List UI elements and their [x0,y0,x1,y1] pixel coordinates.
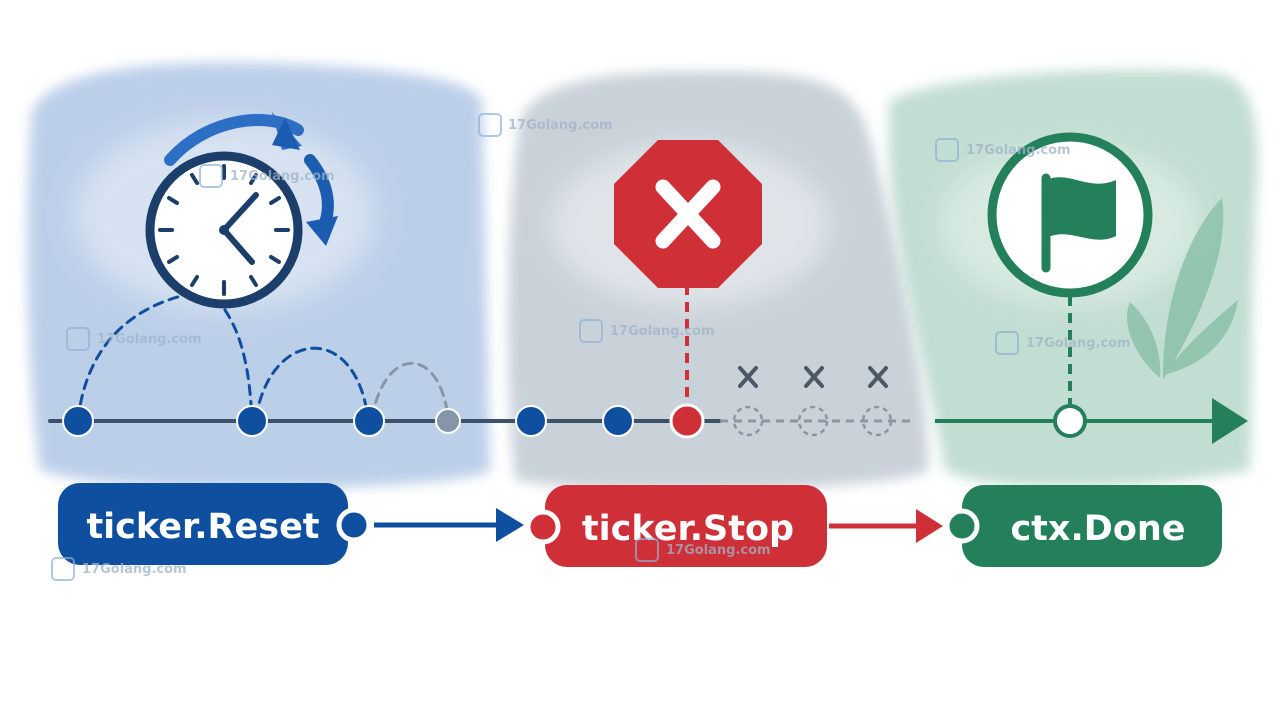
stop-label-group: ticker.Stop [525,485,827,567]
connector-stop-to-done [829,509,943,543]
svg-text:17Golang.com: 17Golang.com [508,118,613,133]
tick-dot [515,405,547,437]
done-label-group: ctx.Done [944,485,1222,567]
done-label-pill [962,485,1222,567]
leaf-icon [1127,198,1238,380]
svg-text:17Golang.com: 17Golang.com [97,332,202,347]
cancelled-tick [797,405,829,437]
stop-tick-dot [669,403,705,439]
reset-label-group: ticker.Reset [58,483,372,565]
reset-arc-4 [370,361,450,420]
tick-dot [353,405,385,437]
watermark: 17Golang.com [66,327,202,351]
cancelled-tick [861,405,893,437]
tick-dot [602,405,634,437]
watermark: 17Golang.com [478,113,613,137]
svg-text:17Golang.com: 17Golang.com [610,324,715,339]
done-label: ctx.Done [1010,509,1185,549]
watermark: 17Golang.com [199,164,335,188]
watermark: 17Golang.com [935,138,1071,162]
watermark: 17Golang.com [51,557,187,581]
watermarks: 17Golang.com 17Golang.com 17Golang.com 1… [51,113,1131,581]
tick-dot [236,405,268,437]
watermark: 17Golang.com [579,319,715,343]
cross-mark-icon [738,366,888,388]
tick-dot [62,405,94,437]
cancelled-tick [732,405,764,437]
connector-reset-to-stop [374,508,524,542]
stop-label: ticker.Stop [582,509,794,549]
svg-text:17Golang.com: 17Golang.com [82,562,187,577]
watermark: 17Golang.com [995,331,1131,355]
stop-sign-icon [614,140,762,400]
reset-arc-3 [254,346,370,420]
done-port [944,508,980,544]
svg-text:17Golang.com: 17Golang.com [1026,336,1131,351]
clock-reset-icon [145,112,338,309]
svg-text:17Golang.com: 17Golang.com [966,143,1071,158]
stop-label-pill [545,485,827,567]
reset-label: ticker.Reset [86,507,319,547]
timeline-ticks [62,403,1087,439]
watermark: 17Golang.com [635,538,771,562]
tick-dot-faded [435,408,461,434]
svg-text:17Golang.com: 17Golang.com [230,169,335,184]
stop-port [525,509,561,545]
flag-icon [987,132,1153,404]
reset-label-pill [58,483,348,565]
reset-port [336,507,372,543]
reset-arc-1 [76,290,202,422]
done-tick-dot [1053,404,1087,438]
timeline-arrowhead [1212,398,1248,444]
svg-text:17Golang.com: 17Golang.com [666,543,771,558]
